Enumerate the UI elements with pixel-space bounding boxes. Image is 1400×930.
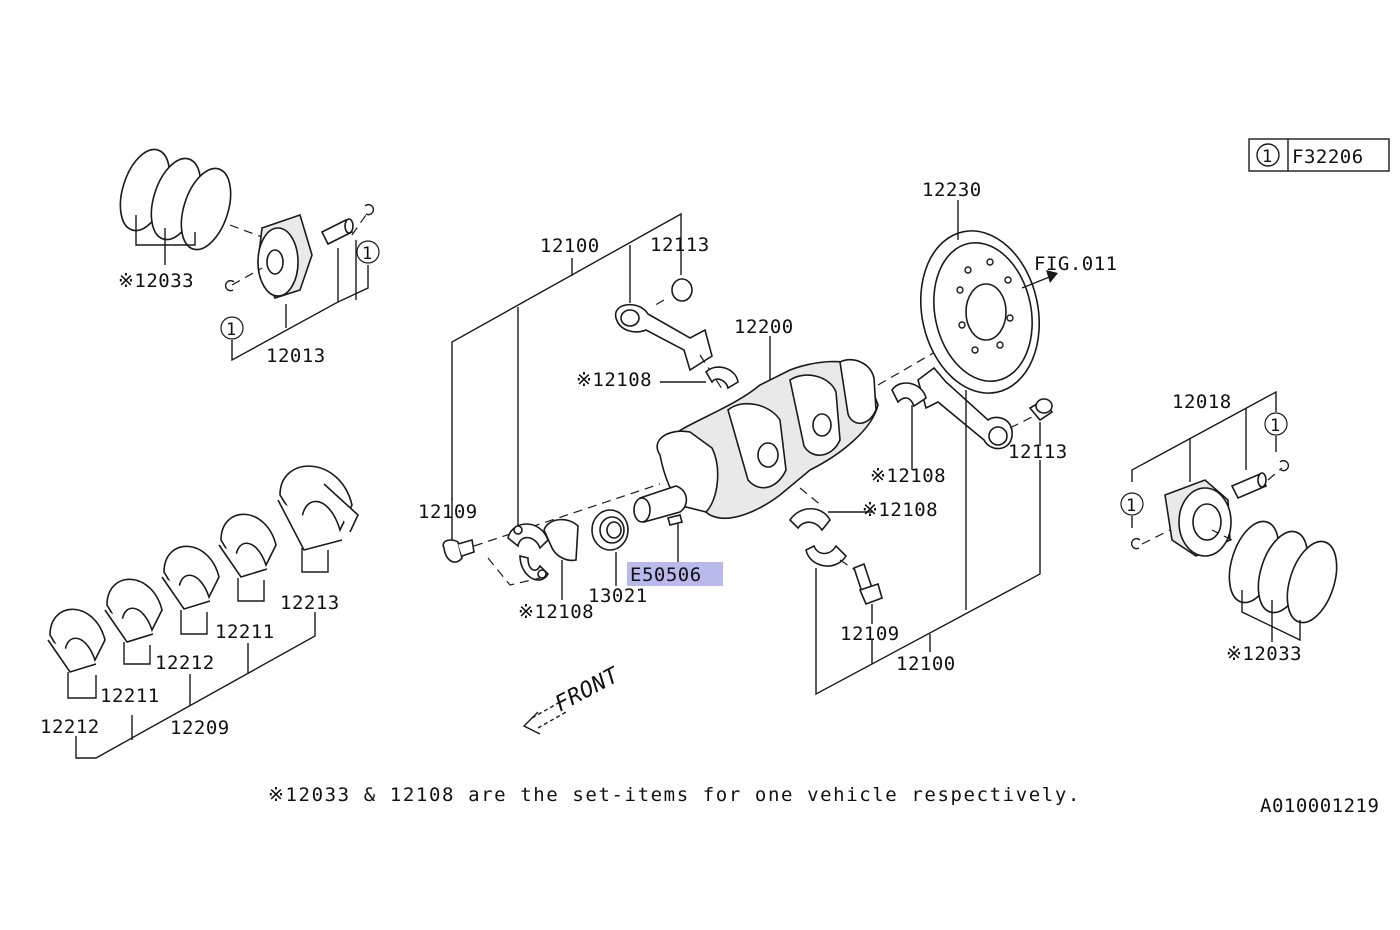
- bearing-12211-a: [104, 578, 163, 643]
- reference-code: F32206: [1292, 146, 1364, 168]
- piston-right: [1164, 479, 1232, 557]
- callout-1-text-b: 1: [226, 320, 237, 340]
- bearing-12211-b: [218, 513, 277, 578]
- conrod-bearing-top: [704, 366, 739, 390]
- callout-1-piston-right-lower: [1120, 492, 1144, 516]
- piston-rings-right: [1228, 520, 1338, 624]
- piston-rings-left: [119, 148, 232, 251]
- reference-box: 1 F32206: [1248, 138, 1390, 172]
- label-conrod-bush-top: 12113: [650, 234, 710, 256]
- label-conrod-bottom: 12100: [896, 653, 956, 675]
- callout-1-piston-left-upper: [356, 240, 380, 264]
- key-highlight: [627, 562, 723, 586]
- label-bearing-12211-b: 12211: [215, 621, 275, 643]
- label-bolt-left: 12109: [418, 501, 478, 523]
- reference-circle-number: 1: [1262, 147, 1273, 167]
- callout-1-text-c: 1: [1270, 416, 1281, 436]
- main-bearing-group: [47, 465, 359, 673]
- callout-1-text-d: 1: [1126, 496, 1137, 516]
- label-conrod-bearing-top: ※12108: [576, 369, 652, 391]
- label-conrod-bearing-right: ※12108: [870, 465, 946, 487]
- label-bolt-right: 12109: [840, 623, 900, 645]
- label-bearing-12213: 12213: [280, 592, 340, 614]
- conrod-right: [917, 366, 1013, 450]
- flywheel: [919, 230, 1041, 394]
- piston-left: [257, 213, 313, 299]
- label-piston-left: 12013: [266, 345, 326, 367]
- label-bearing-set-12209: 12209: [170, 717, 230, 739]
- label-conrod-bearing-left: ※12108: [518, 601, 594, 623]
- footnote: ※12033 & 12108 are the set-items for one…: [268, 784, 1081, 806]
- conrod-bearing-left-lower: [519, 554, 549, 581]
- conrod-bearing-left-upper: [507, 523, 549, 550]
- callout-1-piston-left-lower: [220, 316, 244, 340]
- bearing-12212-a: [47, 608, 106, 673]
- callout-1-text-a: 1: [362, 244, 373, 264]
- woodruff-key: [667, 514, 683, 526]
- piston-pin-left: [320, 218, 354, 246]
- label-key-highlighted[interactable]: E50506: [630, 564, 702, 586]
- crankshaft: [633, 358, 879, 524]
- bearing-12213: [277, 465, 359, 551]
- label-conrod-top: 12100: [540, 235, 600, 257]
- conrod-bearing-left-loose: [543, 518, 579, 562]
- front-arrow: FRONT: [522, 662, 625, 735]
- label-conrod-bush-right: 12113: [1008, 441, 1068, 463]
- label-crankshaft: 12200: [734, 316, 794, 338]
- front-label: FRONT: [551, 662, 625, 717]
- label-conrod-bearing-lower: ※12108: [862, 499, 938, 521]
- conrod-bearing-right: [891, 382, 927, 408]
- oil-seal: [591, 509, 629, 551]
- label-oil-seal: 13021: [588, 585, 648, 607]
- label-piston-right: 12018: [1172, 391, 1232, 413]
- label-bearing-12211-a: 12211: [100, 685, 160, 707]
- conrod-bearing-lower: [788, 507, 848, 567]
- bearing-12212-b: [161, 545, 220, 610]
- label-flywheel: 12230: [922, 179, 982, 201]
- bolt-left: [442, 538, 475, 563]
- fig-reference: FIG.011: [1034, 253, 1118, 275]
- callout-1-piston-right-upper: [1264, 412, 1288, 436]
- figure-id: A010001219: [1260, 795, 1379, 817]
- label-bearing-12212-b: 12212: [155, 652, 215, 674]
- label-piston-rings-left: ※12033: [118, 270, 194, 292]
- bolt-right: [853, 562, 883, 606]
- conrod-top: [615, 278, 713, 372]
- conrod-bush-right: [1028, 398, 1054, 422]
- piston-pin-right: [1230, 472, 1268, 500]
- label-piston-rings-right: ※12033: [1226, 643, 1302, 665]
- label-bearing-12212-a: 12212: [40, 716, 100, 738]
